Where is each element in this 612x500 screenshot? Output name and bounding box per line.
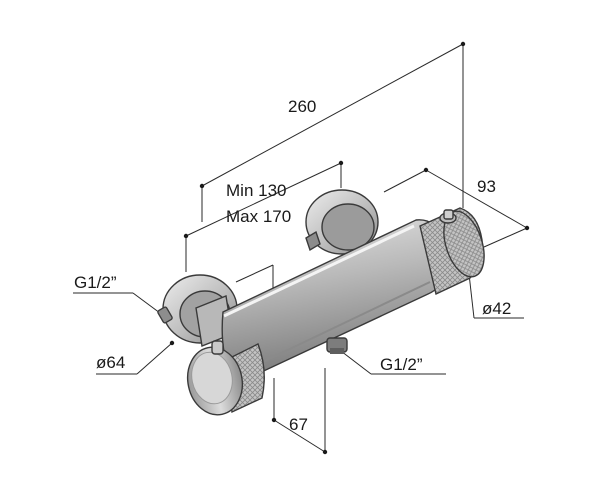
outlet-offset-label: 67 <box>289 415 308 434</box>
dimension-lines <box>73 41 530 455</box>
outlet-thread-label: G1/2” <box>380 355 423 374</box>
rear-wall-flange <box>305 189 379 255</box>
max-spacing-label: Max 170 <box>226 207 291 226</box>
mixer-body <box>221 219 447 380</box>
outlet-connector <box>326 337 348 354</box>
overall-length-label: 260 <box>288 97 316 116</box>
knob-diameter-label: ø42 <box>482 299 511 318</box>
inlet-thread-label: G1/2” <box>74 273 117 292</box>
depth-label: 93 <box>477 177 496 196</box>
left-control-knob <box>186 340 265 416</box>
flange-diameter-label: ø64 <box>96 353 125 372</box>
min-spacing-label: Min 130 <box>226 181 286 200</box>
right-control-knob <box>419 207 485 296</box>
mixer-illustration <box>157 189 485 416</box>
